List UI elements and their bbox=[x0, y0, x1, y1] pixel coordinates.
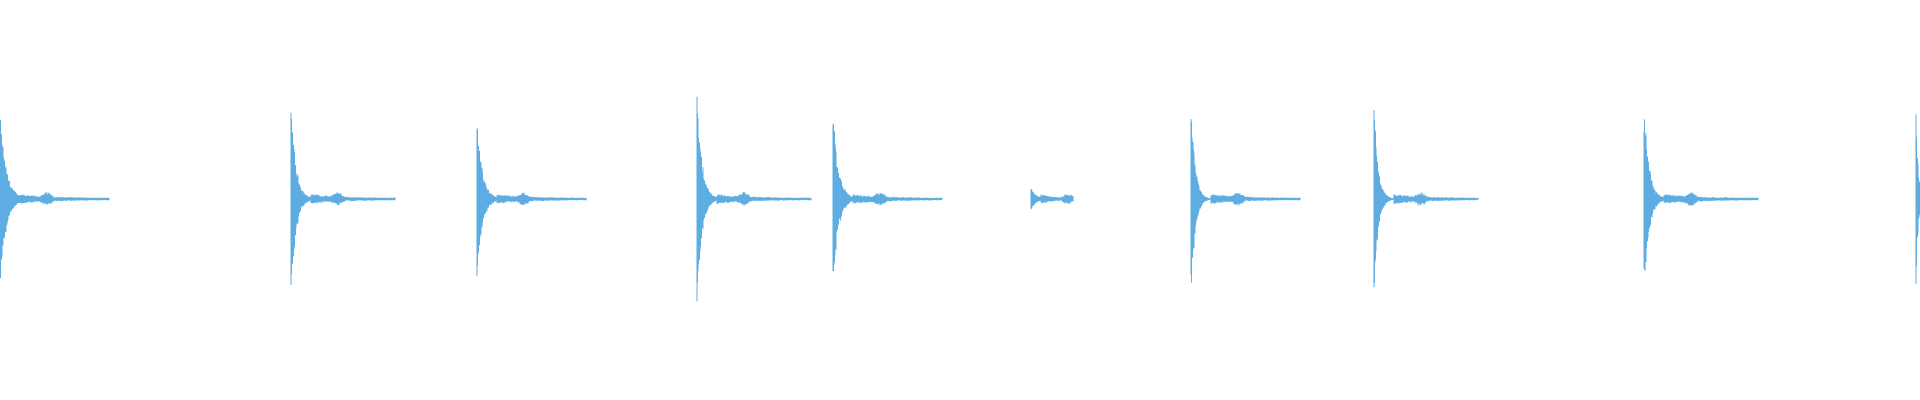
waveform-transient bbox=[476, 128, 587, 277]
waveform-transient bbox=[1030, 189, 1074, 209]
waveform-stroke bbox=[1915, 114, 1920, 284]
waveform-stroke bbox=[1373, 109, 1479, 288]
waveform-stroke bbox=[0, 119, 110, 279]
waveform-stroke bbox=[1643, 119, 1759, 271]
waveform-transient bbox=[1643, 119, 1759, 271]
waveform-transient bbox=[696, 96, 812, 302]
waveform-stroke bbox=[1190, 119, 1301, 283]
waveform-transient bbox=[1373, 109, 1479, 288]
waveform-transient bbox=[0, 119, 110, 279]
waveform-stroke bbox=[476, 128, 587, 277]
waveform-stroke bbox=[1030, 189, 1074, 209]
waveform-stroke bbox=[290, 112, 396, 285]
waveform-transient bbox=[832, 123, 943, 272]
waveform-transient bbox=[290, 112, 396, 285]
waveform-transient bbox=[1915, 114, 1920, 284]
waveform-events bbox=[0, 96, 1920, 302]
waveform-transient bbox=[1190, 119, 1301, 283]
waveform-stroke bbox=[832, 123, 943, 272]
waveform-stroke bbox=[696, 96, 812, 302]
